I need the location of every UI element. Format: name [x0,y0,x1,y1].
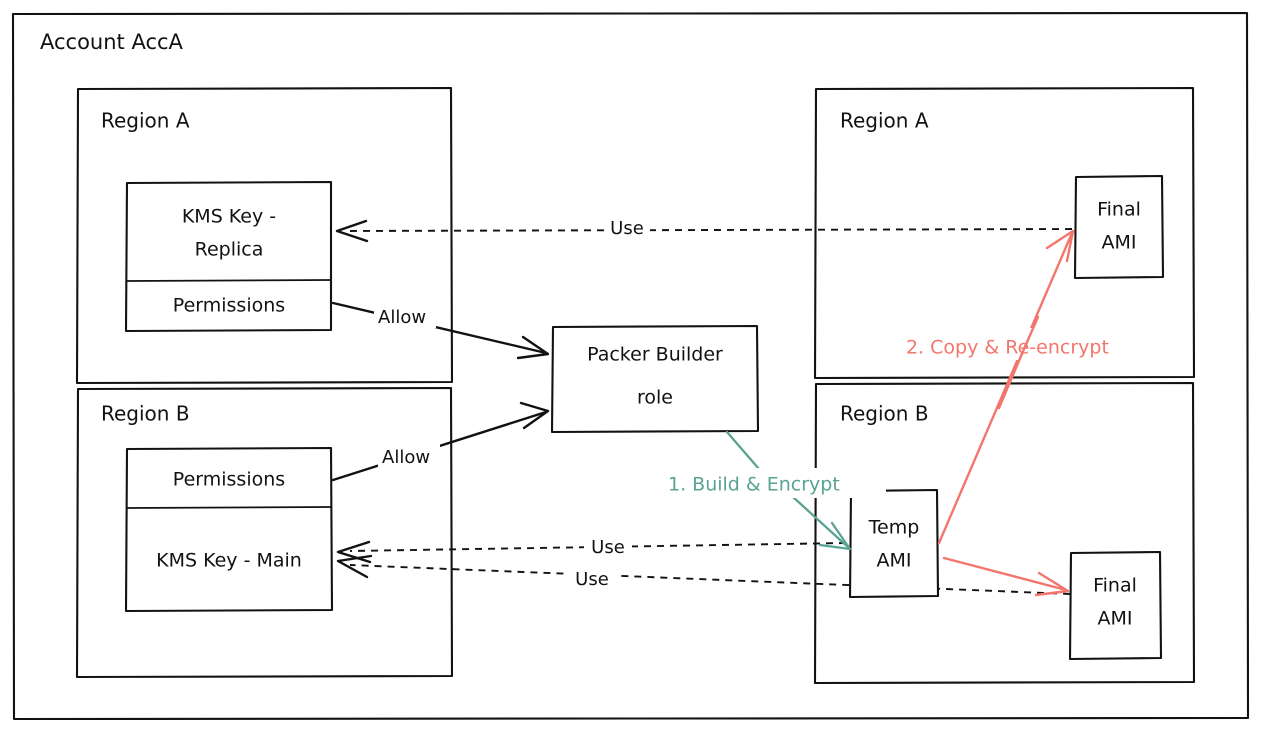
arrowhead-build-encrypt [818,521,852,551]
step2-label-bg [902,328,1170,360]
page-title: Account AccA [40,30,184,54]
final-ami-a-label-line2: AMI [1102,232,1137,254]
arrowhead-allow-a [516,335,550,360]
final-ami-a-box [1073,174,1165,280]
edge-label-bg-use-1 [604,215,650,241]
edge-label-use-final-ami-a: Use [610,218,644,239]
kms-replica-box [124,180,333,333]
account-frame [11,11,1250,721]
right-region-b-label: Region B [840,402,929,426]
edge-label-bg-use-2 [584,534,632,560]
right-region-a-label: Region A [840,109,929,133]
kms-main-box [124,446,334,613]
edge-build-encrypt-stem-lower [791,495,851,550]
step2-annotation-label: 2. Copy & Re-encrypt [906,337,1109,359]
right-region-a-box [813,86,1196,380]
edge-label-bg-allow-b [378,442,440,468]
temp-ami-box [848,488,940,599]
step1-label-bg [664,468,886,498]
left-region-a-label: Region A [101,109,190,133]
packer-role-box [550,324,760,434]
edge-copy-reencrypt-b [942,556,1068,592]
permissions-a-label: Permissions [173,295,285,317]
edge-copy-reencrypt-a-overlay [997,315,1040,410]
edge-label-use-final-ami-b: Use [575,569,609,590]
edge-label-bg-use-3 [568,566,616,592]
edge-use-final-ami-a [347,228,1073,232]
arrowhead-allow-b [519,401,550,430]
temp-ami-label-line1: Temp [868,517,920,539]
final-ami-b-label-line2: AMI [1098,608,1133,630]
edge-label-bg-allow-a [374,302,436,328]
kms-replica-label-line2: Replica [195,239,264,261]
edge-use-final-ami-b [349,564,1071,595]
temp-ami-label-line2: AMI [877,550,912,572]
packer-role-label-line1: Packer Builder [587,344,723,366]
arrowhead-use-final-ami-a [335,219,369,243]
edge-label-allow-a: Allow [378,307,426,328]
final-ami-a-label-line1: Final [1097,199,1141,221]
edge-build-encrypt-stem-upper [725,430,761,471]
final-ami-b-box [1068,550,1163,661]
left-region-b-label: Region B [101,402,190,426]
packer-role-label-line2: role [637,387,673,409]
kms-main-label: KMS Key - Main [156,550,302,572]
arrowhead-copy-reencrypt-a [1045,229,1075,263]
edge-label-use-temp-ami: Use [591,537,625,558]
final-ami-b-label-line1: Final [1093,575,1137,597]
arrowhead-copy-reencrypt-b [1034,571,1070,597]
edge-copy-reencrypt-a [937,231,1074,545]
arrowhead-use-final-ami-b [336,554,373,579]
kms-replica-divider [126,279,332,282]
edge-allow-a [331,301,548,355]
edge-label-allow-b: Allow [382,447,430,468]
kms-replica-label-line1: KMS Key - [182,206,276,228]
permissions-b-label: Permissions [173,469,285,491]
step1-annotation-label: 1. Build & Encrypt [668,474,840,496]
kms-main-divider [126,506,332,509]
